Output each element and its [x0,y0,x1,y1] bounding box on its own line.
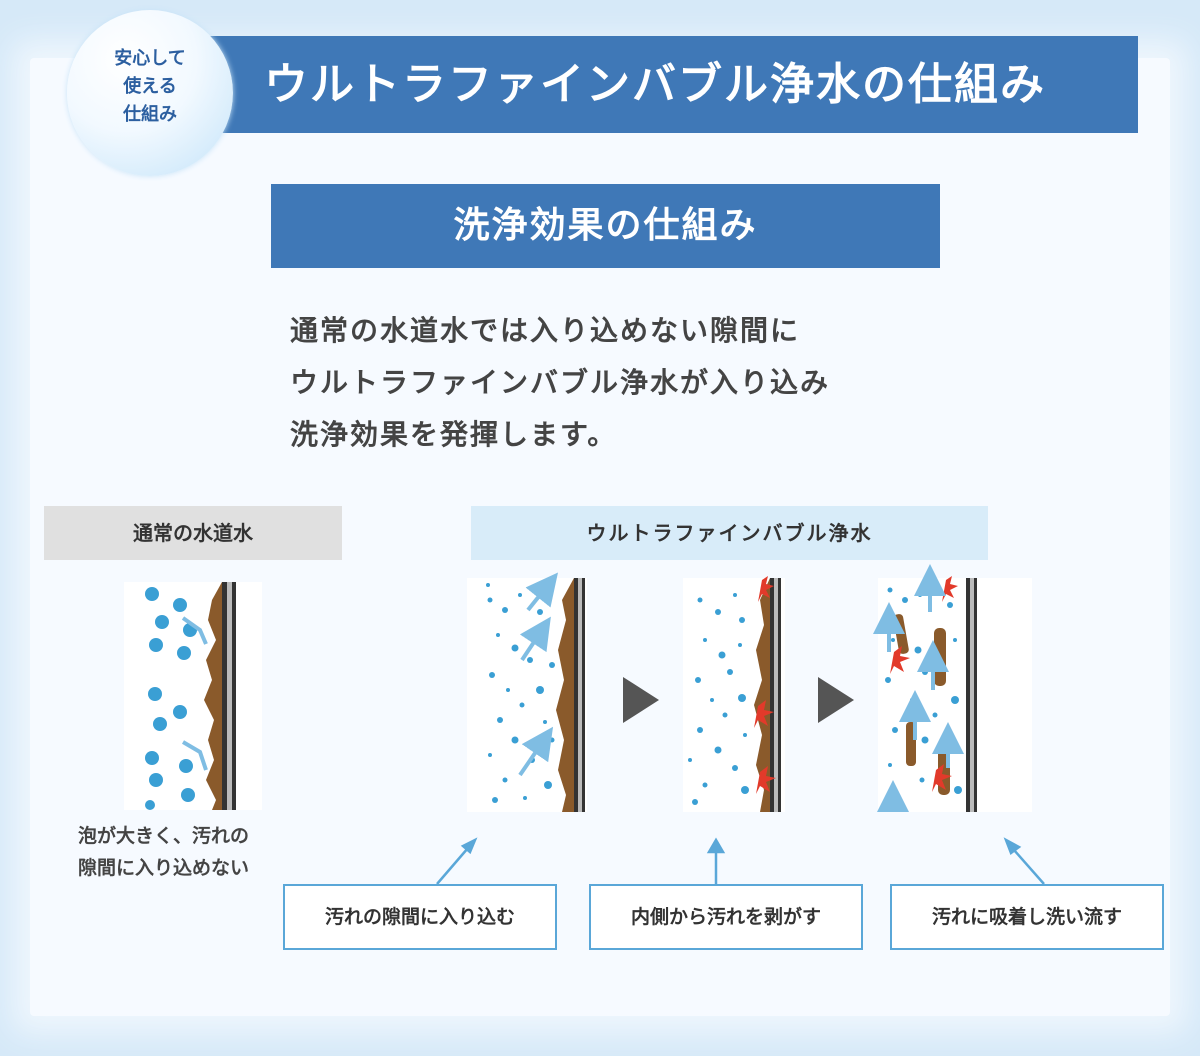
description-line-3: 洗浄効果を発揮します。 [290,418,618,451]
dirt-layer [556,578,574,812]
main-title-bar [210,36,1138,133]
wall-line [222,582,227,810]
step-label-2: 内側から汚れを剥がす [589,884,863,950]
penetration-arrow [519,616,551,662]
badge-text: 安心して 使える 仕組み [67,45,233,129]
badge-line-3: 仕組み [123,104,177,125]
step-arrow-1 [623,677,659,723]
pointer-line-3 [1013,849,1045,885]
penetration-arrow [525,572,558,612]
step-label-1: 汚れの隙間に入り込む [283,884,557,950]
step-label-3: 汚れに吸着し洗い流す [890,884,1164,950]
badge-line-1: 安心して [114,48,186,69]
ufb-panel-step2 [683,576,785,812]
fine-bubbles [885,587,962,805]
dirt-layer [204,582,222,810]
pointer-line-1 [436,847,469,885]
burst-marks [890,576,958,792]
caption-line-1: 泡が大きく、汚れの [78,825,250,847]
badge-line-2: 使える [123,76,177,97]
caption-line-2: 隙間に入り込めない [78,857,250,879]
tap-water-panel [124,582,262,810]
ufb-panel-step3 [873,564,1032,812]
tap-water-caption: 泡が大きく、汚れの 隙間に入り込めない [78,820,318,884]
tap-water-label: 通常の水道水 [44,506,342,560]
badge-bubble [67,10,233,176]
dirt-layer [754,578,770,812]
ufb-panel-step1 [467,572,587,812]
bounce-arrow [181,616,208,645]
step-arrow-2 [818,677,854,723]
fine-bubbles [486,583,555,803]
pointer-head-3 [1003,837,1022,855]
penetration-arrow [518,726,554,777]
large-bubbles [145,587,197,810]
wall-line [232,582,236,810]
wall-inner [227,582,232,810]
bounce-arrow [181,740,208,771]
section-description: 通常の水道水では入り込めない隙間に ウルトラファインバブル浄水が入り込み 洗浄効… [290,305,990,461]
fine-bubbles [688,593,749,805]
ufb-water-label: ウルトラファインバブル浄水 [471,506,988,560]
pointer-head-1 [460,837,478,855]
panel-background [124,582,262,810]
main-title: ウルトラファインバブル浄水の仕組み [264,59,1046,110]
pointer-head-2 [706,837,726,854]
burst-marks [754,576,776,794]
description-line-2: ウルトラファインバブル浄水が入り込み [290,366,831,399]
section-title: 洗浄効果の仕組み [271,184,940,268]
description-line-1: 通常の水道水では入り込めない隙間に [290,314,801,347]
